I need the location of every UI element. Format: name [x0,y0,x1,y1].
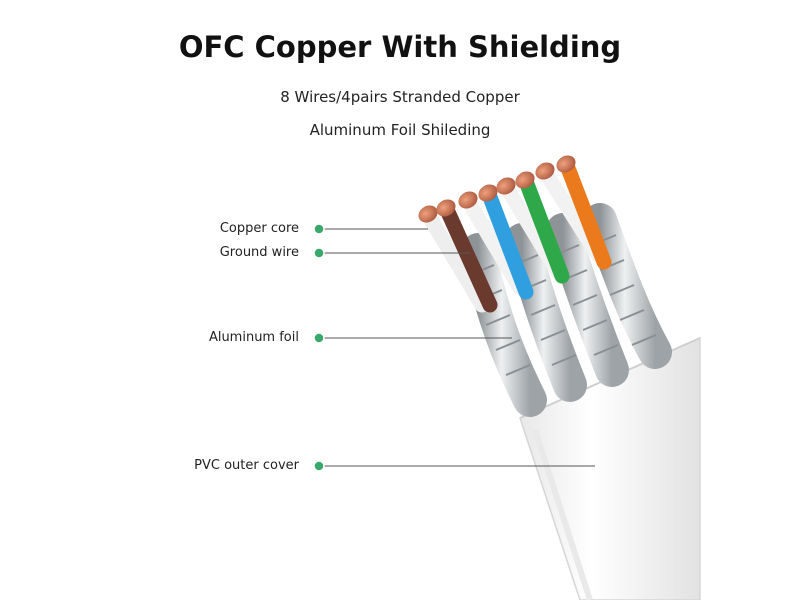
foil-shielded-pairs [461,203,672,417]
marker-dot-aluminum-foil [313,332,325,344]
callout-label-pvc-outer-cover: PVC outer cover [194,458,299,473]
callout-aluminum-foil [313,332,512,344]
callout-copper-core [313,223,428,235]
callout-pvc-outer-cover [313,460,595,472]
page-title: OFC Copper With Shielding [178,30,622,64]
marker-dot-copper-core [313,223,325,235]
marker-dot-ground-wire [313,247,325,259]
foil-pair-3 [546,213,629,387]
callout-label-aluminum-foil: Aluminum foil [208,330,299,345]
foil-pair-2 [505,223,587,402]
foil-pair-4 [583,203,672,369]
marker-dot-pvc-outer-cover [313,460,325,472]
callout-ground-wire [313,247,470,259]
copper-cores [418,155,576,223]
callout-label-ground-wire: Ground wire [219,245,299,260]
callout-label-copper-core: Copper core [219,221,299,236]
subtitle-wires: 8 Wires/4pairs Stranded Copper [280,88,520,106]
subtitle-shielding: Aluminum Foil Shileding [309,121,491,139]
insulated-wires [422,160,612,313]
